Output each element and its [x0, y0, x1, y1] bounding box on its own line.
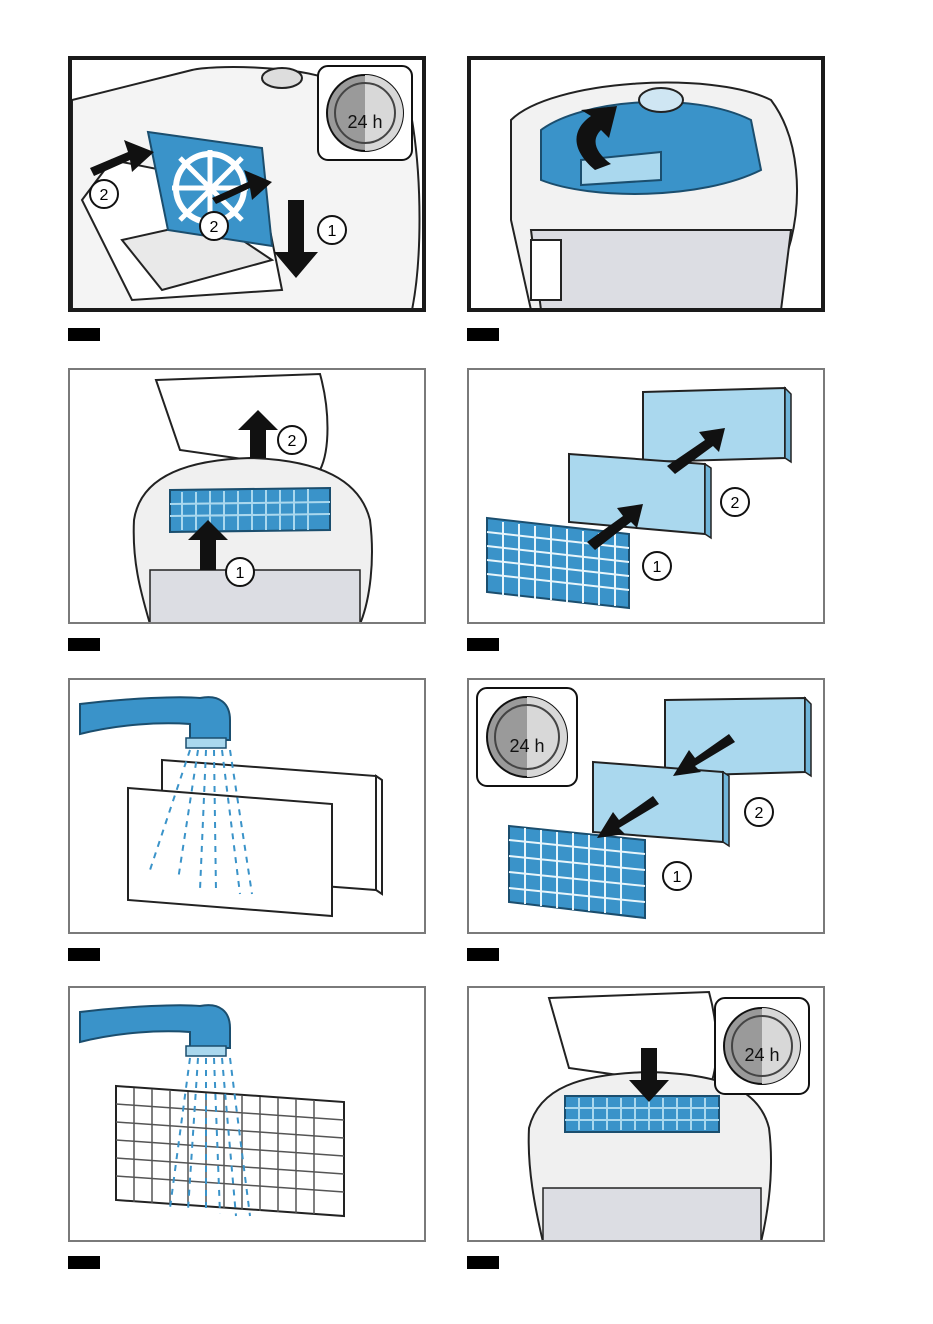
illustration-panel-4: 2 1	[467, 368, 825, 624]
step-number-1: 1	[663, 862, 691, 890]
figure-label-tag	[68, 948, 100, 961]
illustration-panel-8: 24 h	[467, 986, 825, 1242]
step-number-2: 2	[278, 426, 306, 454]
step-number-2-mid: 2	[200, 212, 228, 240]
illustration-panel-3: 2 1	[68, 368, 426, 624]
vacuum-filter-removal-illustration: 2 2 1 24 h	[72, 60, 426, 312]
svg-text:1: 1	[328, 223, 337, 240]
timer-text: 24 h	[744, 1045, 779, 1065]
illustration-panel-1: 2 2 1 24 h	[68, 56, 426, 312]
svg-text:2: 2	[288, 433, 297, 450]
step-number-2: 2	[721, 488, 749, 516]
illustration-panel-2	[467, 56, 825, 312]
step-number-1: 1	[643, 552, 671, 580]
filter-parts-exploded-illustration: 2 1	[469, 370, 825, 624]
vacuum-lid-open-illustration	[471, 60, 825, 312]
water-tap-icon	[80, 697, 230, 748]
figure-label-tag	[467, 638, 499, 651]
grid-filter-front	[509, 826, 645, 918]
svg-text:2: 2	[755, 805, 764, 822]
svg-text:2: 2	[100, 187, 109, 204]
blue-filter-grid	[170, 488, 330, 532]
illustration-panel-7	[68, 986, 426, 1242]
step-number-1: 1	[318, 216, 346, 244]
svg-text:1: 1	[673, 869, 682, 886]
figure-label-tag	[467, 328, 499, 341]
figure-label-tag	[467, 948, 499, 961]
figure-label-tag	[68, 638, 100, 651]
foam-filter-back	[643, 388, 791, 462]
step-number-2-left: 2	[90, 180, 118, 208]
filter-removal-top-illustration: 2 1	[70, 370, 426, 624]
timer-badge: 24 h	[715, 998, 809, 1094]
figure-label-tag	[68, 1256, 100, 1269]
svg-text:2: 2	[731, 495, 740, 512]
blue-filter-grid	[565, 1096, 719, 1132]
timer-badge: 24 h	[318, 66, 412, 160]
filter-insert-vacuum-illustration: 24 h	[469, 988, 825, 1242]
figure-label-tag	[68, 328, 100, 341]
rinse-grid-filter-illustration	[70, 988, 426, 1242]
fleece-filter-mid	[569, 454, 711, 538]
svg-text:1: 1	[236, 565, 245, 582]
filter-reinsert-illustration: 24 h 2 1	[469, 680, 825, 934]
step-number-2: 2	[745, 798, 773, 826]
water-tap-icon	[80, 1005, 230, 1056]
step-number-1: 1	[226, 558, 254, 586]
figure-label-tag	[467, 1256, 499, 1269]
timer-badge: 24 h	[477, 688, 577, 786]
svg-text:2: 2	[210, 219, 219, 236]
timer-text: 24 h	[509, 736, 544, 756]
grid-filter-white	[116, 1086, 344, 1216]
timer-text: 24 h	[347, 112, 382, 132]
svg-text:1: 1	[653, 559, 662, 576]
illustration-panel-6: 24 h 2 1	[467, 678, 825, 934]
rinse-foam-filters-illustration	[70, 680, 426, 934]
illustration-panel-5	[68, 678, 426, 934]
